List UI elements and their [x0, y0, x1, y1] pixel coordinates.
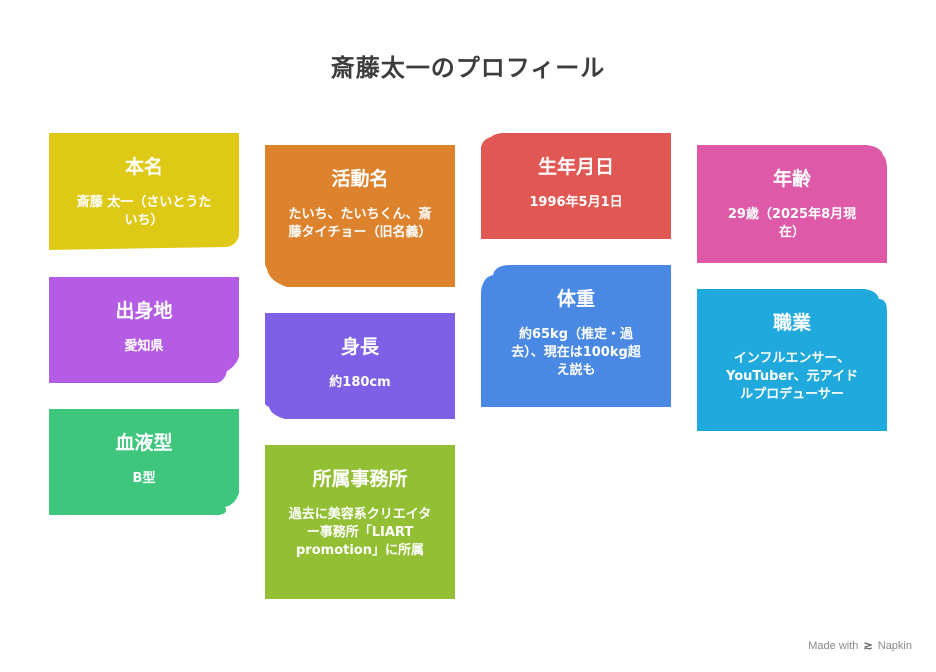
card-text: インフルエンサー、YouTuber、元アイドルプロデューサー	[726, 351, 858, 402]
card-text: 1996年5月1日	[529, 195, 623, 210]
card-real-name: 本名 斎藤 太一（さいとうたいち）	[49, 133, 239, 250]
card-text: 約180cm	[329, 375, 391, 390]
card-weight: 体重 約65kg（推定・過去）、現在は100kg超え説も	[481, 265, 671, 407]
card-background	[481, 133, 671, 239]
card-text: 約65kg（推定・過去）、現在は100kg超え説も	[511, 327, 641, 378]
card-background	[265, 313, 455, 419]
card-age: 年齢 29歳（2025年8月現在）	[697, 145, 887, 263]
card-background	[49, 409, 239, 515]
card-heading: 本名	[124, 156, 163, 178]
card-background	[697, 289, 887, 431]
card-activity-name: 活動名 たいち、たいちくん、斎藤タイチョー（旧名義）	[265, 145, 455, 287]
card-birthday: 生年月日 1996年5月1日	[481, 133, 671, 239]
card-text: 29歳（2025年8月現在）	[727, 207, 857, 240]
card-heading: 職業	[772, 312, 811, 334]
card-background	[265, 145, 455, 287]
card-height: 身長 約180cm	[265, 313, 455, 419]
made-with-label: Made with	[808, 640, 859, 652]
napkin-watermark: Made with ≳ Napkin	[808, 639, 912, 652]
card-text: 過去に美容系クリエイター事務所「LIART promotion」に所属	[288, 507, 432, 558]
diagram-title: 斎藤太一のプロフィール	[330, 54, 606, 82]
card-heading: 血液型	[115, 432, 173, 454]
card-text: 愛知県	[124, 339, 164, 354]
card-occupation: 職業 インフルエンサー、YouTuber、元アイドルプロデューサー	[697, 289, 887, 431]
card-background	[49, 133, 239, 250]
napkin-brand: Napkin	[877, 640, 912, 652]
napkin-logo-icon: ≳	[863, 640, 873, 652]
card-background	[265, 445, 455, 599]
card-agency: 所属事務所 過去に美容系クリエイター事務所「LIART promotion」に所…	[265, 445, 455, 599]
card-heading: 活動名	[331, 168, 389, 190]
card-text: 斎藤 太一（さいとうたいち）	[76, 195, 212, 228]
card-heading: 所属事務所	[312, 468, 408, 490]
card-text: B型	[132, 471, 156, 486]
card-heading: 出身地	[115, 300, 173, 322]
card-background	[49, 277, 239, 383]
card-blood-type: 血液型 B型	[49, 409, 239, 515]
card-heading: 身長	[340, 336, 379, 358]
card-text: たいち、たいちくん、斎藤タイチョー（旧名義）	[288, 207, 432, 240]
card-background	[697, 145, 887, 263]
card-birthplace: 出身地 愛知県	[49, 277, 239, 383]
card-heading: 体重	[556, 288, 595, 310]
card-heading: 生年月日	[537, 156, 614, 178]
card-background	[481, 265, 671, 407]
card-heading: 年齢	[772, 168, 811, 190]
